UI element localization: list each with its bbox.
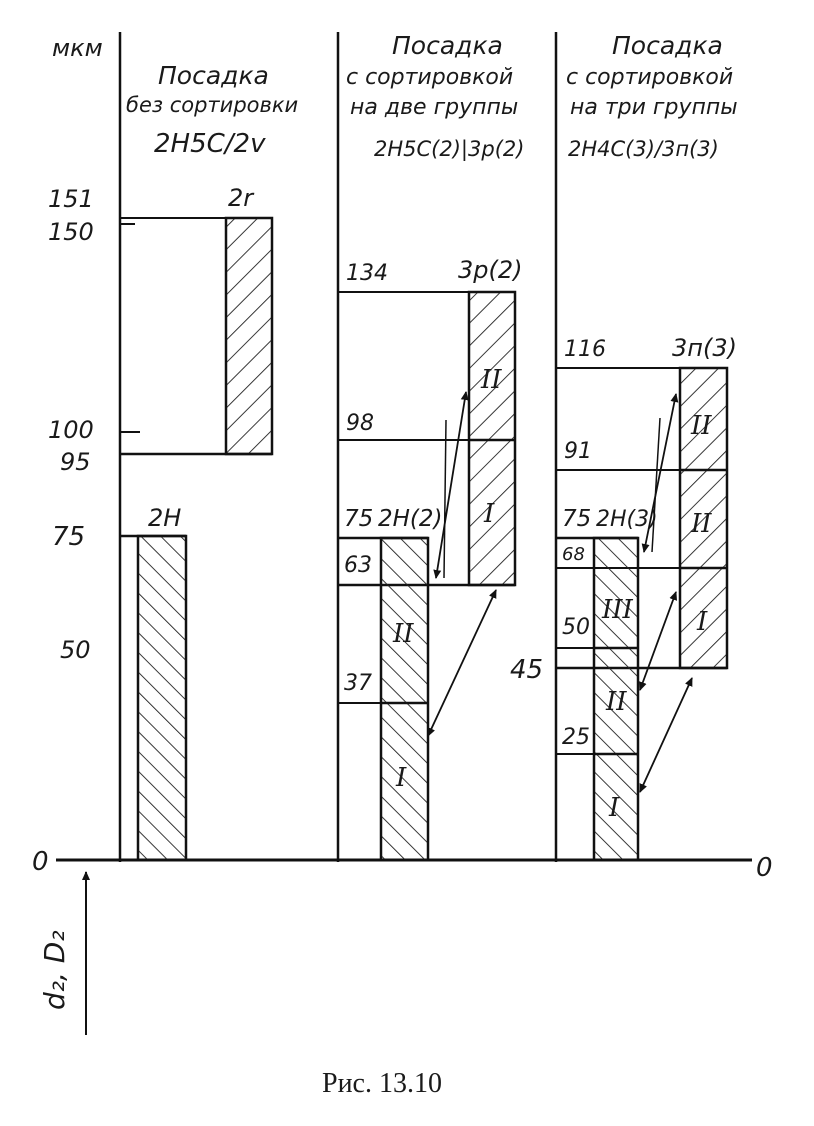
field-2H2-group-II: II — [392, 619, 414, 649]
col2-line1: Посадка — [392, 31, 503, 60]
value-134: 134 — [346, 261, 388, 286]
field-2r — [224, 216, 274, 456]
tick-100: 100 — [48, 416, 94, 444]
field-2H2 — [379, 536, 430, 862]
tick-50: 50 — [60, 636, 91, 664]
field-3p2-label: 3р(2) — [458, 256, 523, 284]
value-75-col2: 75 — [344, 506, 373, 532]
arrow-group-II-col3 — [639, 591, 677, 691]
col3-line1: Посадка — [612, 31, 723, 60]
col1-line3: 2Н5С/2v — [154, 129, 266, 159]
field-2H2-label: 2H(2) — [378, 506, 443, 532]
field-3n3-label: 3п(3) — [672, 334, 737, 362]
field-3p2-group-II: II — [480, 365, 502, 395]
arrow-group-III-col3-b — [651, 417, 661, 553]
value-91: 91 — [564, 439, 592, 464]
value-25: 25 — [562, 725, 590, 750]
field-3n3-group-mid: II — [690, 509, 712, 539]
field-2H — [136, 534, 188, 862]
arrow-group-I-col2 — [427, 589, 497, 737]
value-50: 50 — [562, 615, 590, 640]
zero-label-right: 0 — [756, 853, 773, 883]
arrow-group-II-col2-b — [443, 419, 447, 579]
arrow-group-I-col3 — [639, 677, 693, 793]
value-63: 63 — [344, 553, 372, 578]
value-68: 68 — [562, 544, 585, 565]
field-2r-label: 2r — [228, 184, 255, 212]
column-1-heading: Посадка без сортировки 2Н5С/2v — [126, 61, 298, 159]
value-116: 116 — [564, 337, 606, 362]
col3-line4: 2Н4С(3)/3п(3) — [568, 137, 719, 161]
field-3n3-group-bottom: I — [696, 607, 708, 637]
col3-line3: на три группы — [570, 95, 738, 120]
field-3p2 — [467, 290, 517, 587]
col1-line2: без сортировки — [126, 93, 298, 117]
field-3p2-group-I: I — [483, 499, 495, 529]
col2-line4: 2Н5С(2)|3р(2) — [374, 137, 524, 162]
field-2H3-group-III: III — [601, 595, 634, 625]
column-3-heading: Посадка с сортировкой на три группы 2Н4С… — [566, 31, 738, 161]
value-37: 37 — [344, 671, 372, 696]
col2-line3: на две группы — [350, 95, 518, 120]
field-2H3-group-I: I — [608, 793, 620, 823]
field-3n3-group-top: II — [690, 411, 712, 441]
value-98: 98 — [346, 411, 374, 436]
col2-line2: с сортировкой — [346, 65, 513, 90]
value-75-col3: 75 — [562, 506, 591, 532]
field-3n3 — [678, 366, 729, 670]
field-2H3 — [592, 536, 640, 862]
arrow-group-II-col2 — [433, 391, 469, 579]
value-45: 45 — [510, 655, 543, 685]
field-2H-label: 2H — [148, 504, 181, 532]
tick-151: 151 — [48, 185, 94, 213]
figure-caption: Рис. 13.10 — [322, 1068, 442, 1099]
unit-label: мкм — [52, 34, 103, 62]
col1-line1: Посадка — [158, 61, 269, 90]
arrow-group-III-col3 — [641, 393, 679, 553]
tick-75: 75 — [52, 522, 85, 552]
axis-symbol: d₂, D₂ — [38, 930, 71, 1010]
y-ticks: 151 150 100 95 75 50 — [48, 185, 94, 664]
field-2H3-group-II: II — [605, 687, 627, 717]
col3-line2: с сортировкой — [566, 65, 733, 90]
column-2-heading: Посадка с сортировкой на две группы 2Н5С… — [346, 31, 524, 162]
tick-95: 95 — [60, 448, 91, 476]
tick-150: 150 — [48, 218, 94, 246]
zero-label-left: 0 — [32, 847, 49, 877]
field-2H2-group-I: I — [395, 763, 407, 793]
